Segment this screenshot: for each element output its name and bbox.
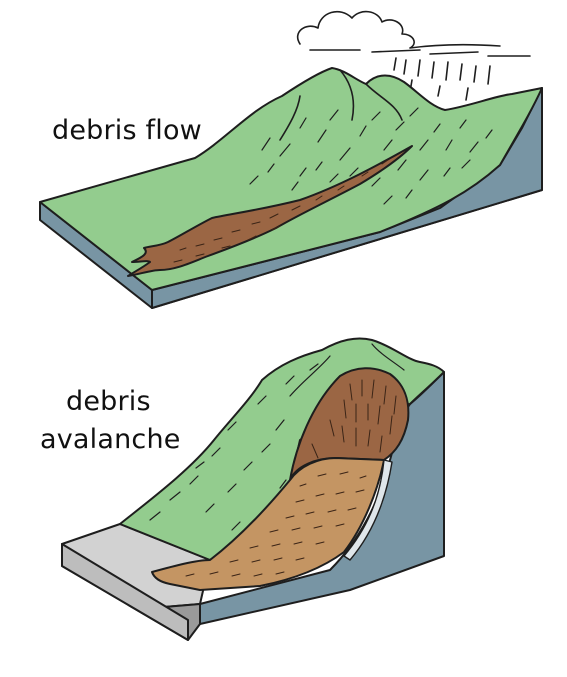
avalanche-scar — [289, 367, 410, 481]
debris-avalanche-label-line2: avalanche — [40, 424, 181, 455]
debris-flow-label: debris flow — [52, 115, 202, 146]
road-end — [61, 543, 189, 641]
debris-flow-block — [39, 10, 543, 309]
debris-avalanche-label-line1: debris — [66, 386, 151, 417]
flow-block-top-surface — [39, 67, 543, 291]
rain-cloud-icon — [296, 10, 531, 101]
debris-avalanche-block — [61, 337, 445, 641]
